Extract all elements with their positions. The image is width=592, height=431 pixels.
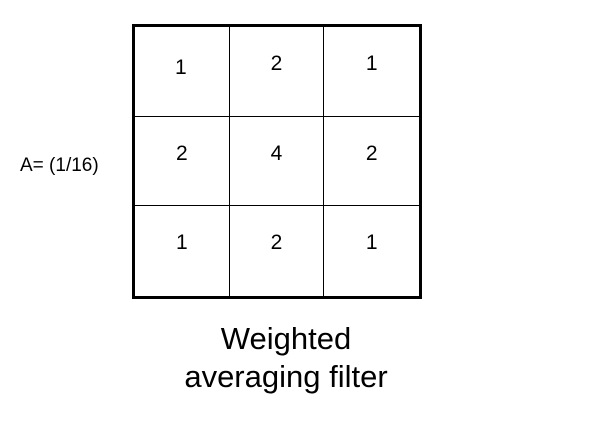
kernel-cell-r2-c2: 4 [229, 116, 325, 207]
kernel-value: 2 [365, 141, 378, 165]
kernel-value: 4 [270, 141, 283, 165]
kernel-cell-r1-c3: 1 [324, 27, 419, 117]
kernel-cell-r2-c3: 2 [324, 117, 419, 207]
kernel-cell-r3-c1: 1 [135, 206, 230, 296]
kernel-cell-r2-c1: 2 [135, 116, 230, 207]
kernel-cell-r1-c2: 2 [229, 27, 325, 117]
kernel-cell-r3-c2: 2 [230, 206, 325, 296]
kernel-cell-r3-c3: 1 [324, 206, 419, 296]
caption-line-2: averaging filter [184, 359, 388, 394]
kernel-value: 2 [175, 141, 188, 165]
kernel-value: 2 [270, 52, 283, 75]
kernel-value: 1 [365, 52, 378, 75]
diagram-caption: Weighted averaging filter [150, 320, 422, 396]
kernel-value: 1 [174, 56, 187, 79]
caption-line-1: Weighted [220, 321, 352, 356]
kernel-value: 1 [175, 231, 188, 255]
normalization-factor-label: A= (1/16) [20, 155, 99, 176]
filter-kernel-grid: 1 2 1 2 4 2 1 2 1 [132, 24, 422, 299]
kernel-cell-r1-c1: 1 [135, 27, 230, 117]
kernel-value: 2 [270, 231, 283, 255]
kernel-value: 1 [365, 231, 378, 255]
